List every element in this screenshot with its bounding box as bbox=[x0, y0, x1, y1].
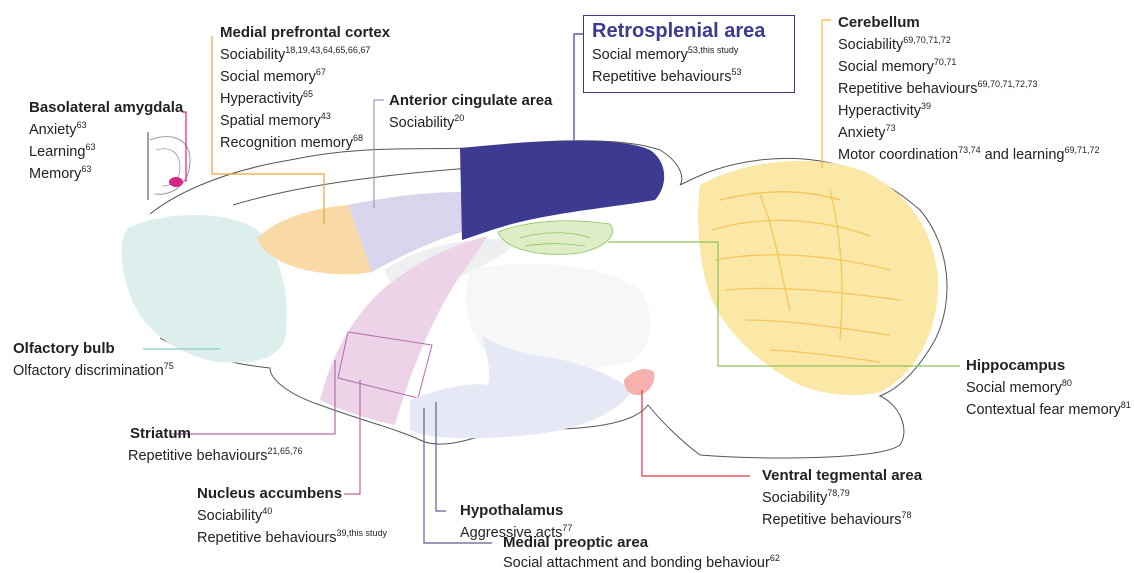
label-striatum: Striatum Repetitive behaviours21,65,76 bbox=[128, 423, 303, 467]
leader-cerebellum bbox=[822, 20, 831, 168]
retro-title: Retrosplenial area bbox=[592, 18, 794, 44]
basolateral-item-0: Anxiety63 bbox=[29, 119, 183, 141]
leader-vta bbox=[642, 390, 750, 476]
mpfc-item-3: Spatial memory43 bbox=[220, 110, 390, 132]
mpfc-item-2: Hyperactivity65 bbox=[220, 88, 390, 110]
hippocampus-shape bbox=[498, 221, 613, 255]
label-hippocampus: Hippocampus Social memory80 Contextual f… bbox=[966, 355, 1131, 421]
label-retrosplenial: Retrosplenial area Social memory53,this … bbox=[583, 15, 795, 93]
olfactory-title: Olfactory bulb bbox=[13, 338, 174, 360]
nacc-item-0: Sociability40 bbox=[197, 505, 387, 527]
striatum-item-0: Repetitive behaviours21,65,76 bbox=[128, 445, 303, 467]
cerebellum-title: Cerebellum bbox=[838, 12, 1100, 34]
nacc-title: Nucleus accumbens bbox=[197, 483, 387, 505]
cerebellum-item-4: Anxiety73 bbox=[838, 122, 1100, 144]
mpfc-item-0: Sociability18,19,43,64,65,66,67 bbox=[220, 44, 390, 66]
cerebellum-item-1: Social memory70,71 bbox=[838, 56, 1100, 78]
hypothalamus-title: Hypothalamus bbox=[460, 500, 572, 522]
cerebellum-item-0: Sociability69,70,71,72 bbox=[838, 34, 1100, 56]
label-cerebellum: Cerebellum Sociability69,70,71,72 Social… bbox=[838, 12, 1100, 166]
vta-item-0: Sociability78,79 bbox=[762, 487, 922, 509]
label-nucleus-accumbens: Nucleus accumbens Sociability40 Repetiti… bbox=[197, 483, 387, 549]
striatum-title: Striatum bbox=[130, 423, 303, 445]
label-vta: Ventral tegmental area Sociability78,79 … bbox=[762, 465, 922, 531]
hippocampus-title: Hippocampus bbox=[966, 355, 1131, 377]
retro-item-1: Repetitive behaviours53 bbox=[592, 66, 794, 88]
label-mpfc: Medial prefrontal cortex Sociability18,1… bbox=[220, 22, 390, 154]
label-mpoa: Medial preoptic area Social attachment a… bbox=[503, 532, 780, 572]
hippocampus-item-1: Contextual fear memory81 bbox=[966, 399, 1131, 421]
nacc-item-1: Repetitive behaviours39,this study bbox=[197, 527, 387, 549]
acc-title: Anterior cingulate area bbox=[389, 90, 552, 112]
vta-item-1: Repetitive behaviours78 bbox=[762, 509, 922, 531]
mpfc-item-1: Social memory67 bbox=[220, 66, 390, 88]
vta-shape bbox=[624, 369, 654, 395]
acc-item-0: Sociability20 bbox=[389, 112, 552, 134]
cerebellum-item-2: Repetitive behaviours69,70,71,72,73 bbox=[838, 78, 1100, 100]
label-basolateral-amygdala: Basolateral amygdala Anxiety63 Learning6… bbox=[29, 97, 183, 185]
mpfc-item-4: Recognition memory68 bbox=[220, 132, 390, 154]
retro-item-0: Social memory53,this study bbox=[592, 44, 794, 66]
olfactory-item-0: Olfactory discrimination75 bbox=[13, 360, 174, 382]
basolateral-item-2: Memory63 bbox=[29, 163, 183, 185]
mpoa-item-0: Social attachment and bonding behaviour6… bbox=[503, 554, 780, 572]
label-olfactory-bulb: Olfactory bulb Olfactory discrimination7… bbox=[13, 338, 174, 382]
leader-retro bbox=[574, 34, 583, 140]
label-acc: Anterior cingulate area Sociability20 bbox=[389, 90, 552, 134]
mpfc-title: Medial prefrontal cortex bbox=[220, 22, 390, 44]
basolateral-item-1: Learning63 bbox=[29, 141, 183, 163]
hippocampus-item-0: Social memory80 bbox=[966, 377, 1131, 399]
vta-title: Ventral tegmental area bbox=[762, 465, 922, 487]
basolateral-title: Basolateral amygdala bbox=[29, 97, 183, 119]
cerebellum-item-3: Hyperactivity39 bbox=[838, 100, 1100, 122]
mpoa-title: Medial preoptic area bbox=[503, 532, 780, 554]
cerebellum-item-5: Motor coordination73,74 and learning69,7… bbox=[838, 144, 1100, 166]
